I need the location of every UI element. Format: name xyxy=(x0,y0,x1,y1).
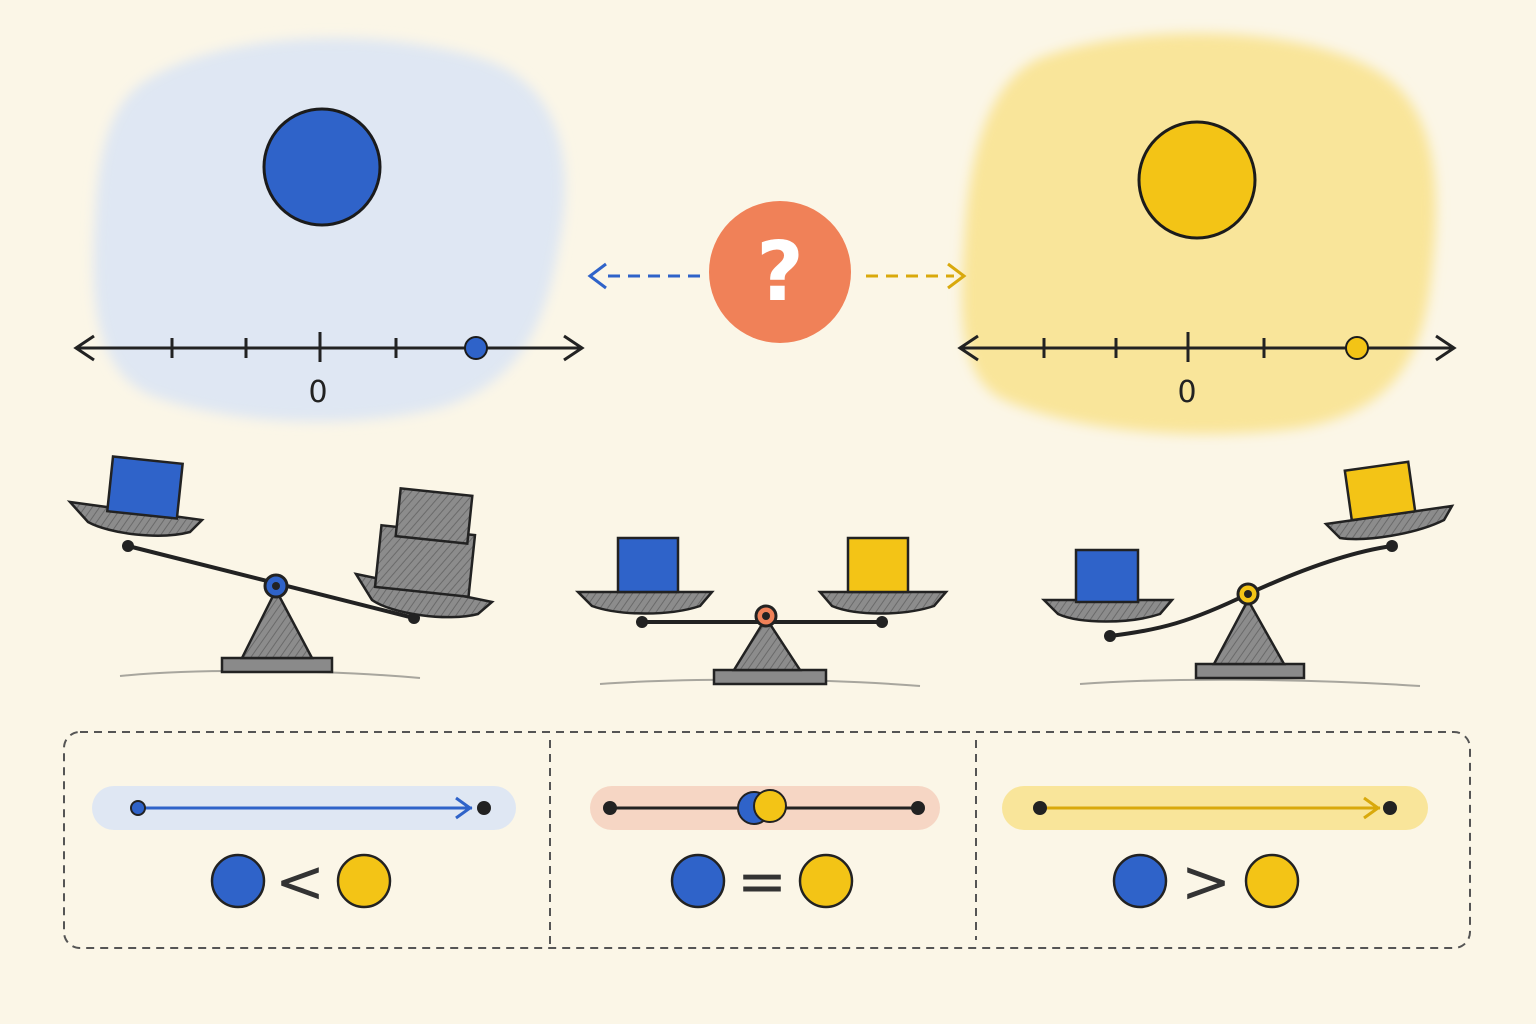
blue-block xyxy=(1074,548,1140,604)
scale-pan-left xyxy=(574,590,715,615)
scale-right-heavier xyxy=(66,455,495,679)
comparison-less-than: < xyxy=(92,786,516,917)
gray-weight-top xyxy=(394,486,474,546)
comparison-equal: = xyxy=(590,786,940,917)
scale-base xyxy=(1194,662,1306,680)
scale-balanced xyxy=(574,536,949,687)
question-circle xyxy=(709,201,851,343)
scale-fulcrum xyxy=(731,615,803,672)
yellow-circle-icon xyxy=(336,853,392,909)
left-number-line: 0 xyxy=(73,332,585,410)
scale-pan-right xyxy=(1323,504,1455,541)
equal-symbol: = xyxy=(737,847,787,917)
left-zero-label: 0 xyxy=(308,375,327,410)
left-value-panel: 0 xyxy=(73,38,585,422)
blue-circle-icon xyxy=(670,853,726,909)
scale-pan-left xyxy=(1040,598,1175,623)
left-marker-dot xyxy=(464,336,488,360)
scale-base xyxy=(220,656,334,674)
right-marker-dot xyxy=(1345,336,1369,360)
right-zero-label: 0 xyxy=(1177,375,1196,410)
yellow-circle-icon xyxy=(798,853,854,909)
left-big-circle xyxy=(262,107,382,227)
scale-pan-right xyxy=(817,590,949,615)
right-number-line: 0 xyxy=(957,332,1457,410)
right-value-panel: 0 xyxy=(957,33,1457,435)
scale-base xyxy=(712,668,828,686)
right-big-circle xyxy=(1137,120,1257,240)
greater-than-symbol: > xyxy=(1181,847,1231,917)
blue-block xyxy=(616,536,680,594)
yellow-block xyxy=(846,536,910,594)
scale-pan-left xyxy=(66,500,205,537)
less-than-symbol: < xyxy=(275,847,325,917)
question-mark: ? xyxy=(756,225,804,320)
left-blob xyxy=(93,38,566,422)
yellow-block xyxy=(1343,460,1417,522)
blue-circle-icon xyxy=(1112,853,1168,909)
question-connector: ? xyxy=(587,201,967,343)
scale-left-heavier xyxy=(1040,460,1455,687)
comparison-summary: < = > xyxy=(63,731,1471,949)
blue-circle-icon xyxy=(210,853,266,909)
scale-fulcrum xyxy=(239,587,315,660)
scale-fulcrum xyxy=(1211,597,1287,666)
comparison-greater-than: > xyxy=(1002,786,1428,917)
summary-frame xyxy=(63,731,1471,949)
blue-block xyxy=(105,455,185,520)
yellow-circle-icon xyxy=(1244,853,1300,909)
